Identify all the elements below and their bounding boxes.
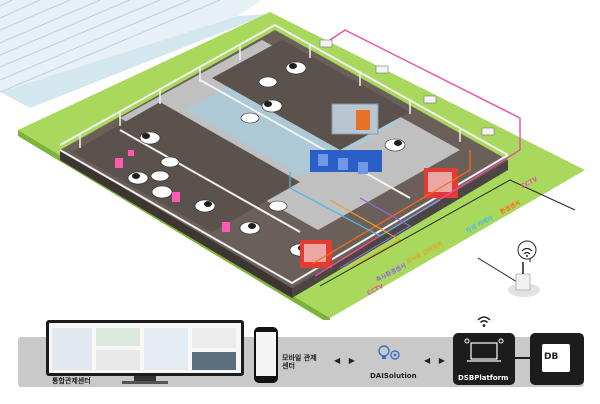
control-center-monitor (46, 320, 244, 384)
label-control-center: 통합관제센터 (52, 377, 91, 385)
sensor-cable (311, 150, 471, 265)
db-box: DB (530, 333, 584, 385)
dai-solution-icon (368, 339, 412, 365)
db-icon (542, 344, 570, 372)
wifi-icon (517, 240, 537, 260)
cows (127, 61, 406, 257)
env-sensors (115, 150, 230, 232)
label-dai-solution: DAISolution (370, 372, 417, 380)
arrow-right: ◀ ▶ (424, 356, 448, 365)
label-mobile-control: 모바일 관제센터 (282, 354, 317, 370)
roof (0, 0, 268, 108)
feeding-stations (300, 168, 458, 268)
barn-env-cable (339, 197, 412, 269)
mobile-device (254, 327, 278, 383)
iot-gateway (508, 262, 540, 297)
connector-line (515, 357, 531, 359)
milking-robot (310, 103, 382, 174)
cctv-cable (314, 29, 521, 277)
dsb-platform-box (453, 333, 515, 385)
label-dsb-platform: DSBPlatform (458, 374, 509, 382)
label-db: DB (544, 352, 559, 362)
cctv-cameras (319, 39, 495, 136)
arrow-left: ◀ ▶ (334, 356, 358, 365)
barn-illustration (0, 0, 585, 320)
wifi-icon-platform (476, 313, 492, 329)
camera-cable (289, 172, 441, 237)
feeder-cable (329, 199, 402, 269)
